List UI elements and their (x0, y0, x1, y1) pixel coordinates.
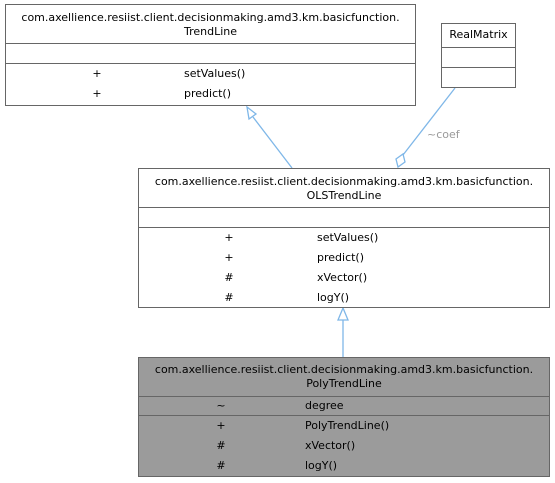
operation-row[interactable]: + setValues() (6, 64, 415, 84)
aggregation-diamond (395, 152, 406, 169)
operation-name: logY() (317, 291, 350, 304)
attributes-compartment (442, 47, 515, 67)
operation-name: setValues() (317, 231, 379, 244)
coef-edge-label: ~coef (427, 128, 460, 141)
visibility-marker: + (92, 67, 102, 80)
operation-row[interactable]: + predict() (6, 84, 415, 104)
class-title: com.axellience.resiist.client.decisionma… (139, 169, 549, 207)
class-title: com.axellience.resiist.client.decisionma… (139, 358, 549, 396)
operation-name: xVector() (305, 439, 356, 452)
attributes-compartment: ~ degree (139, 396, 549, 415)
operation-name: PolyTrendLine() (305, 419, 390, 432)
class-package: com.axellience.resiist.client.decisionma… (21, 11, 400, 24)
operation-row[interactable]: + predict() (139, 248, 549, 268)
visibility-marker: # (224, 291, 234, 304)
class-title: com.axellience.resiist.client.decisionma… (6, 5, 415, 43)
operation-row[interactable]: + PolyTrendLine() (139, 416, 549, 436)
class-package: com.axellience.resiist.client.decisionma… (154, 175, 534, 188)
visibility-marker: + (92, 87, 102, 100)
visibility-marker: + (224, 251, 234, 264)
attribute-name: degree (305, 399, 344, 412)
class-polytrendline[interactable]: com.axellience.resiist.client.decisionma… (138, 357, 550, 477)
operation-name: xVector() (317, 271, 368, 284)
class-olstrendline[interactable]: com.axellience.resiist.client.decisionma… (138, 168, 550, 308)
visibility-marker: + (216, 419, 226, 432)
generalization-edge-ols-to-trendline (252, 116, 293, 169)
class-trendline[interactable]: com.axellience.resiist.client.decisionma… (5, 4, 416, 106)
class-realmatrix[interactable]: RealMatrix (441, 23, 516, 88)
operation-name: logY() (305, 459, 338, 472)
attribute-row[interactable]: ~ degree (139, 397, 549, 415)
generalization-arrowhead-ols (337, 306, 349, 321)
operation-name: setValues() (184, 67, 246, 80)
aggregation-edge-realmatrix-to-ols (402, 87, 456, 156)
operation-name: predict() (317, 251, 365, 264)
operation-row[interactable]: + setValues() (139, 228, 549, 248)
attributes-compartment (139, 207, 549, 227)
operations-compartment: + PolyTrendLine() # xVector() # logY() (139, 415, 549, 476)
class-name: OLSTrendLine (306, 189, 382, 202)
visibility-marker: # (216, 459, 226, 472)
class-name: RealMatrix (449, 28, 508, 41)
attributes-compartment (6, 43, 415, 63)
visibility-marker: # (224, 271, 234, 284)
operation-row[interactable]: # xVector() (139, 268, 549, 288)
visibility-marker: + (224, 231, 234, 244)
operations-compartment: + setValues() + predict() # xVector() # … (139, 227, 549, 308)
visibility-marker: # (216, 439, 226, 452)
operation-row[interactable]: # logY() (139, 456, 549, 476)
operations-compartment: + setValues() + predict() (6, 63, 415, 104)
class-name: TrendLine (183, 25, 238, 38)
class-name: PolyTrendLine (306, 377, 382, 390)
operation-row[interactable]: # xVector() (139, 436, 549, 456)
visibility-marker: ~ (216, 399, 226, 412)
generalization-arrowhead-trendline (246, 105, 258, 121)
operation-name: predict() (184, 87, 232, 100)
operation-row[interactable]: # logY() (139, 288, 549, 308)
class-title: RealMatrix (442, 24, 515, 47)
operations-compartment (442, 67, 515, 87)
class-package: com.axellience.resiist.client.decisionma… (154, 363, 534, 376)
